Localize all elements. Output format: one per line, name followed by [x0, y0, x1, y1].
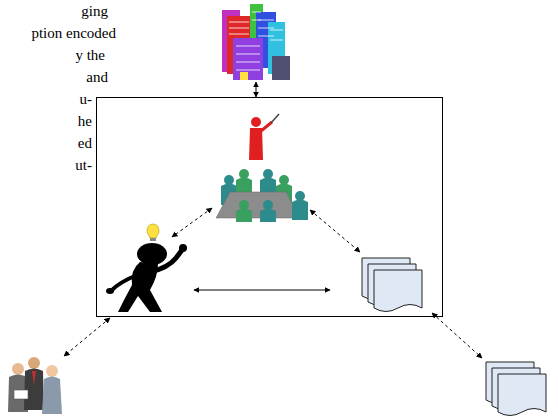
text-fragment: he [78, 112, 92, 130]
meeting-icon [216, 114, 308, 222]
text-fragment: ging [81, 2, 108, 20]
text-fragment: y the [75, 46, 105, 64]
dashed-arrow [432, 313, 482, 358]
arrows [64, 82, 482, 358]
text-fragment: ed [78, 134, 92, 152]
dashed-arrow [64, 318, 110, 356]
documents-icon [362, 258, 422, 312]
text-fragment: and [86, 68, 108, 86]
solid-arrow [256, 82, 257, 97]
text-fragment: ut- [75, 156, 92, 174]
system-boundary [97, 98, 443, 317]
text-fragment: u- [80, 90, 93, 108]
dashed-arrow [310, 210, 360, 252]
thinker-icon [106, 224, 187, 312]
solid-arrow [194, 290, 330, 291]
buildings-icon [222, 4, 290, 80]
text-fragment: ption encoded [31, 24, 116, 42]
external-documents-icon [486, 362, 546, 416]
dashed-arrow [172, 208, 212, 237]
people-group-icon [8, 357, 62, 414]
